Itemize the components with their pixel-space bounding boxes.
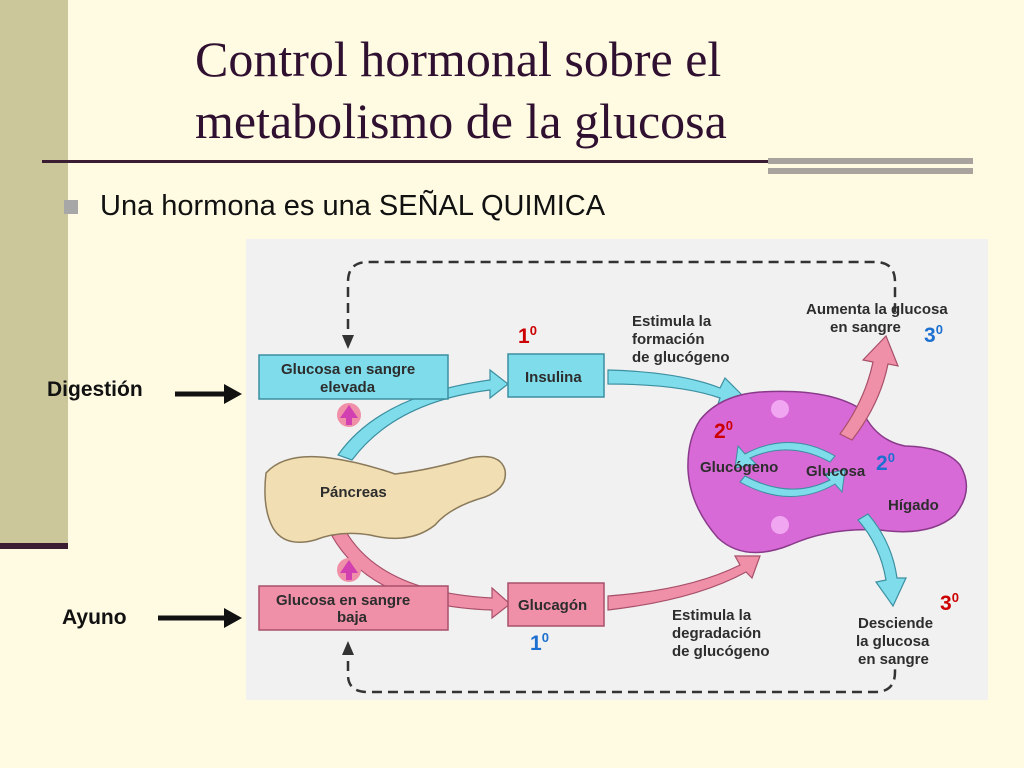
decor-gray-rule (768, 168, 973, 174)
decrease-glucose-label: Desciende la glucosa en sangre (856, 615, 933, 668)
feedback-loop-top (346, 260, 897, 345)
step-marker-1-blue: 10 (530, 630, 549, 655)
svg-text:Estimula la: Estimula la (632, 313, 712, 330)
svg-text:de glucógeno: de glucógeno (632, 349, 730, 366)
liver-glucose-label: Glucosa (806, 463, 866, 480)
decrease-glucose-arrow (857, 513, 907, 608)
glucagon-label: Glucagón (518, 597, 587, 614)
feedback-loop-top-head (342, 335, 354, 349)
slide-title: Control hormonal sobre el metabolismo de… (195, 28, 895, 152)
left-decor-band (0, 0, 68, 545)
digestion-arrow (175, 384, 242, 404)
low-glucose-label-2: baja (337, 609, 368, 626)
bullet-text: Una hormona es una SEÑAL QUIMICA (100, 190, 606, 222)
liver-label: Hígado (888, 497, 939, 514)
ayuno-label: Ayuno (62, 606, 127, 629)
title-line-1: Control hormonal sobre el (195, 31, 722, 87)
pancreas-shape (264, 455, 507, 543)
svg-text:formación: formación (632, 331, 705, 348)
feedback-loop-bottom (346, 645, 897, 694)
svg-text:en sangre: en sangre (830, 319, 901, 336)
increase-glucose-arrow (839, 334, 899, 441)
glucagon-to-liver-arrow (607, 555, 761, 611)
insulin-to-liver-arrow (607, 369, 747, 405)
liver-shape (687, 390, 968, 554)
insulin-label: Insulina (525, 369, 582, 386)
left-decor-bar (0, 543, 68, 549)
low-glucose-label-1: Glucosa en sangre (276, 592, 410, 609)
glycogen-label: Glucógeno (700, 459, 778, 476)
title-underline (42, 160, 832, 163)
high-glucose-box: Glucosa en sangre elevada (258, 354, 449, 400)
low-glucose-box: Glucosa en sangre baja (258, 585, 449, 631)
high-glucose-label-2: elevada (320, 379, 376, 396)
svg-text:degradación: degradación (672, 625, 761, 642)
degradation-effect-label: Estimula la degradación de glucógeno (672, 607, 770, 660)
step-marker-3-red: 30 (940, 590, 959, 615)
insulin-box: Insulina (507, 353, 605, 398)
step-marker-2-blue: 20 (876, 450, 895, 475)
glucagon-box: Glucagón (507, 582, 605, 627)
svg-text:en sangre: en sangre (858, 651, 929, 668)
svg-text:de glucógeno: de glucógeno (672, 643, 770, 660)
title-line-2: metabolismo de la glucosa (195, 93, 727, 149)
formation-effect-label: Estimula la formación de glucógeno (632, 313, 730, 366)
up-arrow-icon (337, 403, 361, 427)
digestion-label: Digestión (47, 378, 143, 401)
svg-text:Desciende: Desciende (858, 615, 933, 632)
svg-text:Estimula la: Estimula la (672, 607, 752, 624)
cycle-arrow-bottom (739, 469, 846, 497)
bullet-square-icon (64, 200, 78, 214)
cycle-arrow-top (734, 442, 836, 469)
step-marker-2-red: 20 (714, 418, 733, 443)
ayuno-arrow (158, 608, 242, 628)
svg-text:la glucosa: la glucosa (856, 633, 930, 650)
increase-glucose-label: Aumenta la glucosa en sangre (806, 301, 948, 336)
decor-gray-rule (768, 158, 973, 164)
pancreas-to-glucagon-arrow (331, 529, 511, 620)
svg-text:Aumenta la glucosa: Aumenta la glucosa (806, 301, 948, 318)
high-glucose-label-1: Glucosa en sangre (281, 361, 415, 378)
pancreas-label: Páncreas (320, 484, 387, 501)
step-marker-1-red: 10 (518, 323, 537, 348)
feedback-loop-bottom-head (342, 641, 354, 655)
up-arrow-icon (337, 558, 361, 582)
step-marker-3-blue: 30 (924, 322, 943, 347)
